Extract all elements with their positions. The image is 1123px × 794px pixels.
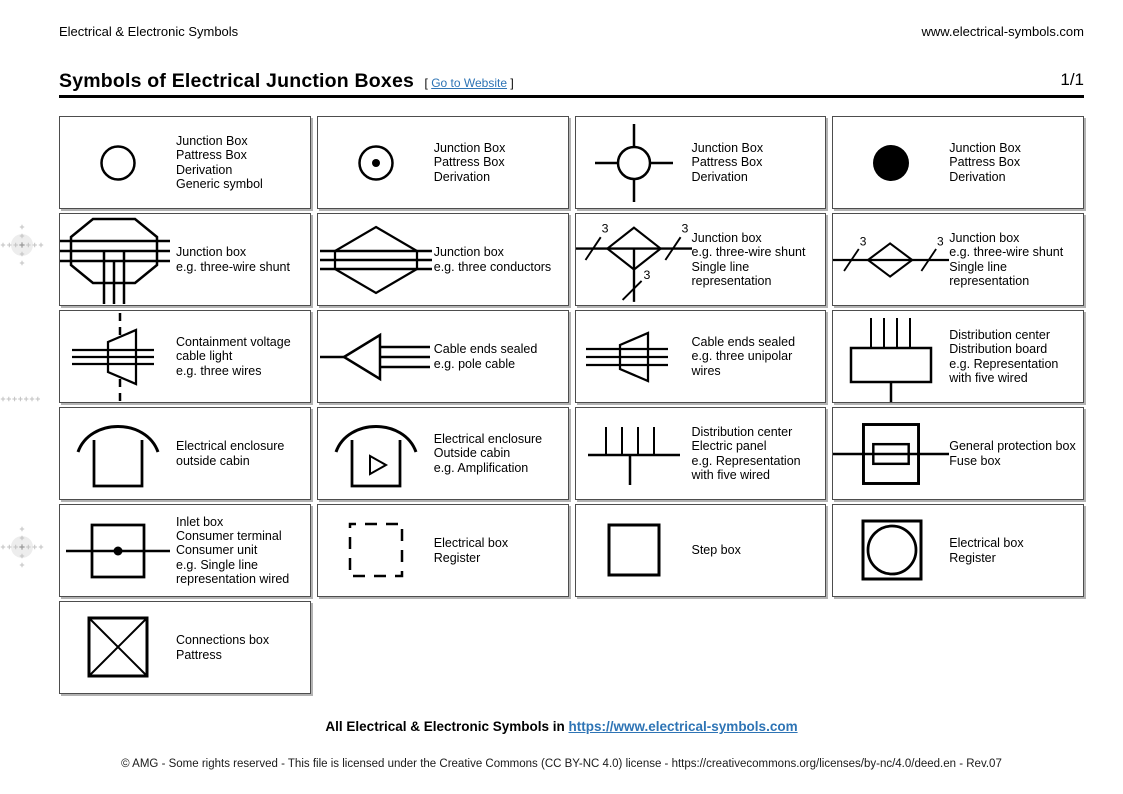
anchor-mark-row — [0, 391, 40, 409]
wire-count-label: 3 — [860, 234, 867, 248]
anchor-mark-cross-bottom — [0, 521, 44, 578]
footer-site-link[interactable]: https://www.electrical-symbols.com — [568, 719, 798, 734]
cell-junction-box-shunt-single-line: 3 3 Junction box e.g. three-wire shunt S… — [832, 213, 1084, 306]
page-number: 1/1 — [1060, 70, 1084, 89]
cell-distribution-center-panel: Distribution center Electric panel e.g. … — [574, 407, 827, 500]
cell-junction-box-pattress-filled: Junction Box Pattress Box Derivation — [832, 116, 1084, 209]
symbol-description: Junction box e.g. three-wire shunt Singl… — [949, 231, 1064, 288]
symbol-description: Junction box e.g. three-wire shunt — [176, 245, 290, 274]
bracket-close: ] — [510, 76, 514, 90]
bracket-open: [ — [424, 76, 428, 90]
title-rule — [59, 95, 1084, 98]
wire-count-label: 3 — [601, 221, 608, 235]
symbol-grid: Junction Box Pattress Box Derivation Gen… — [59, 116, 1084, 694]
electric-panel-icon — [576, 419, 692, 489]
site-url: www.electrical-symbols.com — [921, 24, 1084, 39]
cell-junction-box-pattress-cross: Junction Box Pattress Box Derivation — [574, 116, 827, 209]
symbol-description: Junction Box Pattress Box Derivation — [691, 141, 764, 184]
containment-voltage-icon — [60, 311, 176, 403]
three-wire-shunt-octagon-icon — [60, 214, 176, 306]
symbol-description: General protection box Fuse box — [949, 439, 1076, 468]
page-title: Symbols of Electrical Junction Boxes — [59, 70, 415, 92]
distribution-board-icon — [833, 312, 949, 402]
symbol-description: Electrical box Register — [433, 536, 509, 565]
symbol-description: Distribution center Distribution board e… — [949, 328, 1059, 385]
dashed-box-icon — [318, 518, 434, 584]
cell-junction-box-pattress-dot: Junction Box Pattress Box Derivation — [316, 116, 569, 209]
symbol-description: Connections box Pattress — [176, 633, 270, 662]
cell-electrical-enclosure-amplification: Electrical enclosure Outside cabin e.g. … — [316, 407, 569, 500]
shunt-single-line-icon: 3 3 — [833, 228, 950, 292]
box-circle-icon — [833, 515, 949, 587]
junction-box-generic-icon — [60, 128, 176, 198]
site-name: Electrical & Electronic Symbols — [59, 24, 239, 39]
symbol-description: Distribution center Electric panel e.g. … — [691, 425, 801, 482]
symbol-description: Junction box e.g. three-wire shunt Singl… — [691, 231, 806, 288]
wire-count-label: 3 — [681, 221, 688, 235]
cable-end-triangle-icon — [318, 323, 434, 391]
inlet-box-icon — [60, 515, 176, 587]
title-row: Symbols of Electrical Junction Boxes [ G… — [59, 70, 1084, 93]
enclosure-amplifier-icon — [318, 414, 434, 494]
goto-website-link[interactable]: Go to Website — [431, 76, 508, 90]
wire-count-label: 3 — [937, 234, 944, 248]
anchor-mark-cross-top — [0, 219, 44, 276]
cell-distribution-center-board: Distribution center Distribution board e… — [832, 310, 1084, 403]
cell-connections-box-pattress: Connections box Pattress — [59, 601, 311, 694]
cell-junction-box-generic: Junction Box Pattress Box Derivation Gen… — [59, 116, 311, 209]
symbol-description: Cable ends sealed e.g. pole cable — [433, 342, 538, 371]
symbol-description: Electrical box Register — [949, 536, 1024, 565]
shunt-single-line-branch-icon: 3 3 3 — [575, 214, 692, 306]
step-box-icon — [576, 518, 692, 584]
three-conductors-hexagon-icon — [318, 222, 434, 298]
fuse-box-icon — [833, 416, 950, 492]
cable-end-trapezoid-icon — [576, 323, 692, 391]
copyright-line: © AMG - Some rights reserved - This file… — [121, 758, 1002, 770]
junction-box-cross-icon — [576, 120, 692, 206]
wire-count-label: 3 — [643, 268, 650, 282]
symbol-description: Containment voltage cable light e.g. thr… — [176, 335, 291, 378]
symbol-description: Junction Box Pattress Box Derivation — [433, 141, 506, 184]
footer-summary: All Electrical & Electronic Symbols in h… — [0, 719, 1123, 734]
enclosure-icon — [60, 414, 176, 494]
footer-summary-text: All Electrical & Electronic Symbols in — [325, 719, 569, 734]
symbol-description: Electrical enclosure outside cabin — [176, 439, 285, 468]
cell-junction-box-three-conductors: Junction box e.g. three conductors — [316, 213, 569, 306]
cell-electrical-enclosure: Electrical enclosure outside cabin — [59, 407, 311, 500]
symbol-description: Cable ends sealed e.g. three unipolar wi… — [691, 335, 796, 378]
symbol-description: Junction Box Pattress Box Derivation — [949, 141, 1021, 184]
symbol-description: Junction box e.g. three conductors — [433, 245, 552, 274]
cell-cable-ends-sealed-unipolar: Cable ends sealed e.g. three unipolar wi… — [574, 310, 827, 403]
junction-box-dot-icon — [318, 128, 434, 198]
cell-junction-box-shunt-single-line-branch: 3 3 3 Junction box e.g. three-wire shunt… — [574, 213, 827, 306]
x-box-icon — [60, 612, 176, 684]
cell-electrical-box-register-dashed: Electrical box Register — [316, 504, 569, 597]
cell-junction-box-three-wire-shunt: Junction box e.g. three-wire shunt — [59, 213, 311, 306]
goto-website-wrap: [ Go to Website ] — [425, 76, 514, 90]
cell-containment-voltage-cable-light: Containment voltage cable light e.g. thr… — [59, 310, 311, 403]
cell-cable-ends-sealed-pole: Cable ends sealed e.g. pole cable — [316, 310, 569, 403]
cell-inlet-box: Inlet box Consumer terminal Consumer uni… — [59, 504, 311, 597]
cell-step-box: Step box — [574, 504, 827, 597]
cell-general-protection-fuse-box: General protection box Fuse box — [832, 407, 1084, 500]
symbol-description: Electrical enclosure Outside cabin e.g. … — [433, 432, 543, 475]
symbol-description: Inlet box Consumer terminal Consumer uni… — [176, 514, 290, 586]
junction-box-filled-icon — [833, 128, 949, 198]
cell-electrical-box-register-circle: Electrical box Register — [832, 504, 1084, 597]
symbol-description: Junction Box Pattress Box Derivation Gen… — [176, 134, 263, 191]
symbol-description: Step box — [691, 543, 741, 558]
